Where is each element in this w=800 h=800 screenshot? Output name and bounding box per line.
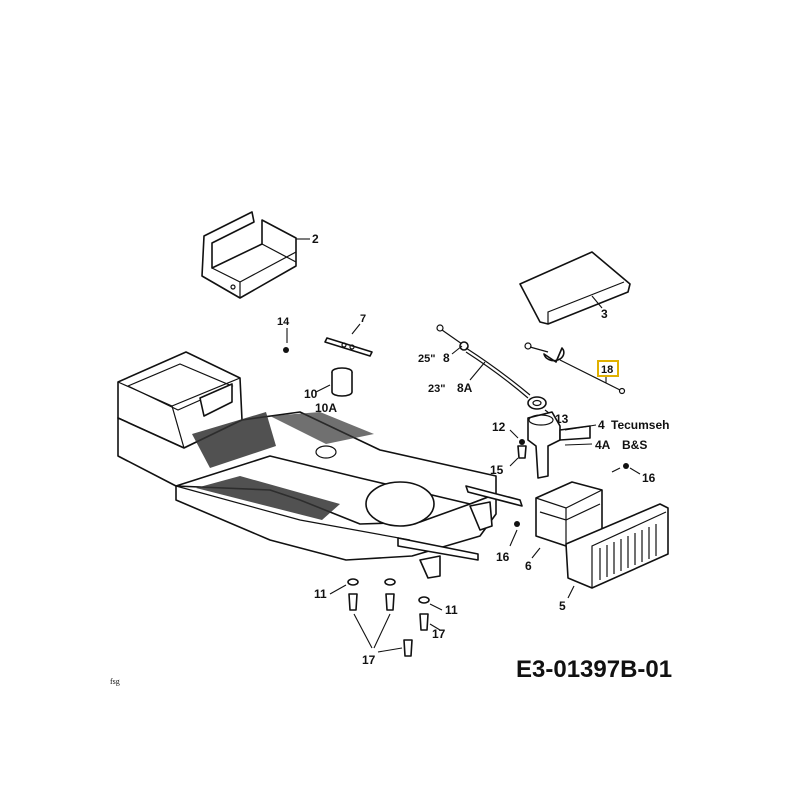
callout-5: 5 [559,599,566,613]
callout-12: 12 [492,420,506,434]
callout-14: 14 [277,316,290,328]
part-16-bolt-a [611,463,629,473]
callout-8a: 8A [457,381,473,395]
callout-23in: 23" [428,383,445,395]
part-8-cable [436,324,531,399]
part-11-washer-c [418,596,430,604]
callout-11a: 11 [314,587,327,601]
callout-25in: 25" [418,353,435,365]
leader-17b-3 [377,647,403,653]
leader-4a [564,443,593,446]
part-3-panel [519,251,631,325]
part-17-bolt-a [348,593,358,611]
callout-2: 2 [312,232,319,246]
callout-6: 6 [525,559,532,573]
leader-7 [351,323,361,335]
leader-17a [429,623,441,631]
small-mark: fsg [110,677,120,686]
part-7-rod [324,337,373,357]
part-2-bracket [201,211,297,299]
leader-4 [564,424,597,431]
callout-17a: 17 [432,627,446,641]
part-16-bolt-b [514,521,520,527]
leader-8 [451,345,463,355]
main-frame [117,351,523,579]
part-14-bolt [283,347,289,353]
callout-4: 4 [598,418,605,432]
callout-16b: 16 [496,550,510,564]
leader-11b [429,603,443,611]
callout-10a: 10A [315,401,337,415]
part-13-gasket [527,396,547,410]
part-11-washer-b [384,578,396,586]
leader-12 [509,429,519,439]
leader-3 [591,295,603,309]
callout-8: 8 [443,351,450,365]
part-5-grille [565,503,669,589]
leader-16b [509,529,518,547]
part-10-bushing [331,367,353,397]
callout-4-engine: Tecumseh [611,418,669,432]
diagram-code: E3-01397B-01 [516,656,672,683]
callout-15: 15 [490,463,504,477]
leader-10 [315,384,331,393]
part-17-bolt-b [385,593,395,611]
callout-10: 10 [304,387,318,401]
leader-11a [329,584,347,595]
leader-17b-2 [373,613,391,649]
leader-8a [469,361,486,381]
callout-18: 18 [601,364,613,376]
part-17-bolt-c [419,613,429,631]
callout-3: 3 [601,307,608,321]
leader-5 [567,585,575,599]
leader-17b-1 [353,613,373,649]
part-12-bolt [517,439,527,459]
callout-7: 7 [360,313,366,325]
grille-slots [599,524,657,580]
highlight-box-18 [597,360,619,377]
callout-4a-engine: B&S [622,438,647,452]
part-18-cable [524,342,626,395]
callout-17b: 17 [362,653,376,667]
callout-11b: 11 [445,603,458,617]
leader-6 [531,547,541,559]
part-11-washer-a [347,578,359,586]
part-17-bolt-d [403,639,413,657]
callout-16a: 16 [642,471,656,485]
leader-16a [629,467,641,475]
leader-15 [509,457,519,467]
callout-4a: 4A [595,438,611,452]
